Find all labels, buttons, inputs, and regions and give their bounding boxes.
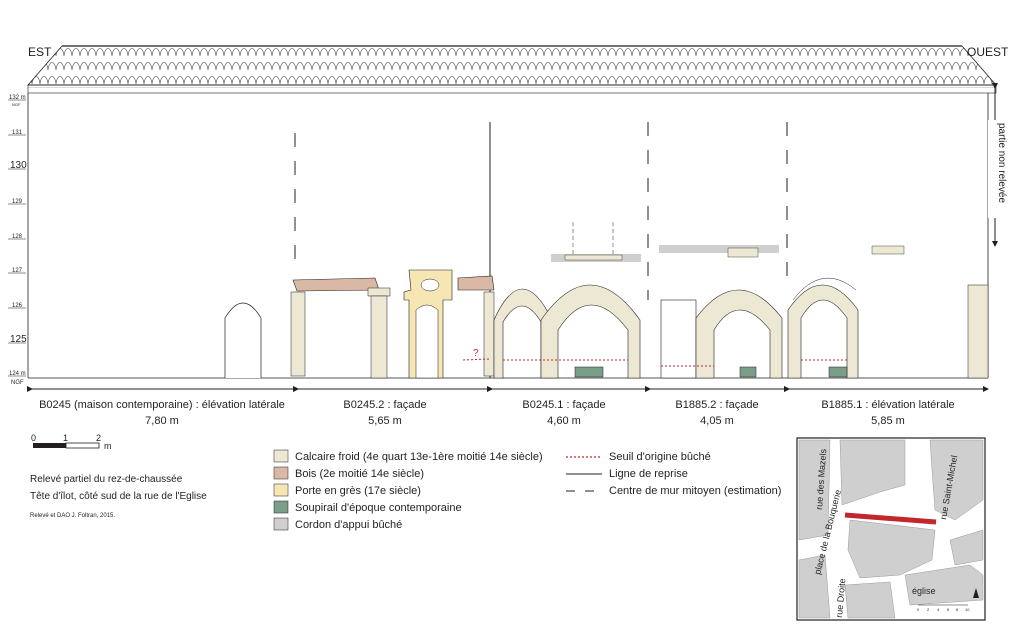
location-highlight bbox=[844, 512, 937, 525]
caption-credit: Relevé et DAO J. Foltran, 2015. bbox=[30, 513, 115, 519]
unsurveyed-label: partie non relevée bbox=[996, 123, 1007, 203]
b0245-1-facade bbox=[493, 222, 641, 379]
swatch-cordon bbox=[273, 517, 289, 531]
map-rue-mazels: rue des Mazels bbox=[814, 448, 828, 510]
section-5-code: B1885.1 : élévation latérale bbox=[821, 399, 954, 411]
b1885-2-facade bbox=[659, 245, 783, 379]
alt-bottom: 124 m bbox=[9, 371, 26, 377]
scale-2: 2 bbox=[96, 433, 101, 443]
svg-text:10: 10 bbox=[965, 607, 970, 612]
scale-1: 1 bbox=[63, 433, 68, 443]
legend-stone: Calcaire froid (4e quart 13e-1ère moitié… bbox=[295, 451, 543, 463]
scale-0: 0 bbox=[31, 433, 36, 443]
north-arrow-icon bbox=[973, 588, 979, 598]
map-scale: 0 2 4 6 8 10 bbox=[917, 604, 970, 612]
scale-unit: m bbox=[104, 441, 112, 451]
west-label: OUEST bbox=[967, 45, 1009, 59]
facade-outline bbox=[27, 93, 989, 379]
section-4-code: B1885.2 : façade bbox=[675, 399, 758, 411]
legend-sandstone: Porte en grès (17e siècle) bbox=[295, 485, 421, 497]
alt-bottom-unit: NGF bbox=[11, 380, 24, 386]
section-2-length: 5,65 m bbox=[368, 415, 402, 427]
legend-lines: Seuil d'origine bûché Ligne de reprise C… bbox=[566, 451, 781, 497]
caption-line1: Relevé partiel du rez-de-chaussée bbox=[30, 474, 183, 485]
scale-bar: 0 1 2 m bbox=[31, 433, 112, 451]
b0245-2-facade: ? bbox=[290, 269, 495, 379]
alt-top: 132 m bbox=[9, 95, 26, 101]
alt-129: 129 bbox=[12, 199, 23, 205]
location-map: rue des Mazels rue Saint-Michel place de… bbox=[796, 437, 986, 621]
legend-reprise: Ligne de reprise bbox=[609, 468, 688, 480]
alt-126: 126 bbox=[12, 303, 23, 309]
svg-text:6: 6 bbox=[947, 607, 950, 612]
swatch-vent bbox=[273, 500, 289, 514]
caption-line2: Tête d'îlot, côté sud de la rue de l'Egl… bbox=[30, 491, 207, 502]
alt-130: 130 bbox=[10, 160, 27, 171]
swatch-wood bbox=[273, 466, 289, 480]
alt-128: 128 bbox=[12, 234, 23, 240]
legend-materials: Calcaire froid (4e quart 13e-1ère moitié… bbox=[273, 449, 543, 531]
section-3-length: 4,60 m bbox=[547, 415, 581, 427]
question-mark: ? bbox=[473, 348, 479, 359]
east-label: EST bbox=[28, 45, 52, 59]
contemporary-door bbox=[224, 302, 262, 378]
svg-text:8: 8 bbox=[956, 607, 959, 612]
svg-text:0: 0 bbox=[917, 607, 920, 612]
section-4-length: 4,05 m bbox=[700, 415, 734, 427]
b1885-1-facade bbox=[787, 245, 989, 379]
map-rue-droite: rue Droite bbox=[834, 578, 847, 618]
altitude-scale: 132 m NGF 131 130 129 128 127 126 125 12… bbox=[8, 95, 27, 386]
map-eglise: église bbox=[912, 586, 936, 596]
alt-127: 127 bbox=[12, 268, 23, 274]
alt-top-unit: NGF bbox=[12, 102, 21, 107]
section-3-code: B0245.1 : façade bbox=[522, 399, 605, 411]
section-5-length: 5,85 m bbox=[871, 415, 905, 427]
svg-text:4: 4 bbox=[937, 607, 940, 612]
legend-vent: Soupirail d'époque contemporaine bbox=[295, 502, 462, 514]
legend-party-wall: Centre de mur mitoyen (estimation) bbox=[609, 485, 781, 497]
legend-cordon: Cordon d'appui bûché bbox=[295, 519, 402, 531]
unsurveyed-marker: partie non relevée bbox=[988, 83, 1007, 247]
alt-125: 125 bbox=[10, 334, 27, 345]
section-1-length: 7,80 m bbox=[145, 415, 179, 427]
swatch-stone bbox=[273, 449, 289, 463]
alt-131: 131 bbox=[12, 130, 23, 136]
legend-wood: Bois (2e moitié 14e siècle) bbox=[295, 468, 424, 480]
svg-text:2: 2 bbox=[927, 607, 930, 612]
roof bbox=[27, 45, 997, 94]
swatch-sandstone bbox=[273, 483, 289, 497]
section-1-code: B0245 (maison contemporaine) : élévation… bbox=[39, 399, 285, 411]
section-2-code: B0245.2 : façade bbox=[343, 399, 426, 411]
legend-threshold: Seuil d'origine bûché bbox=[609, 451, 711, 463]
